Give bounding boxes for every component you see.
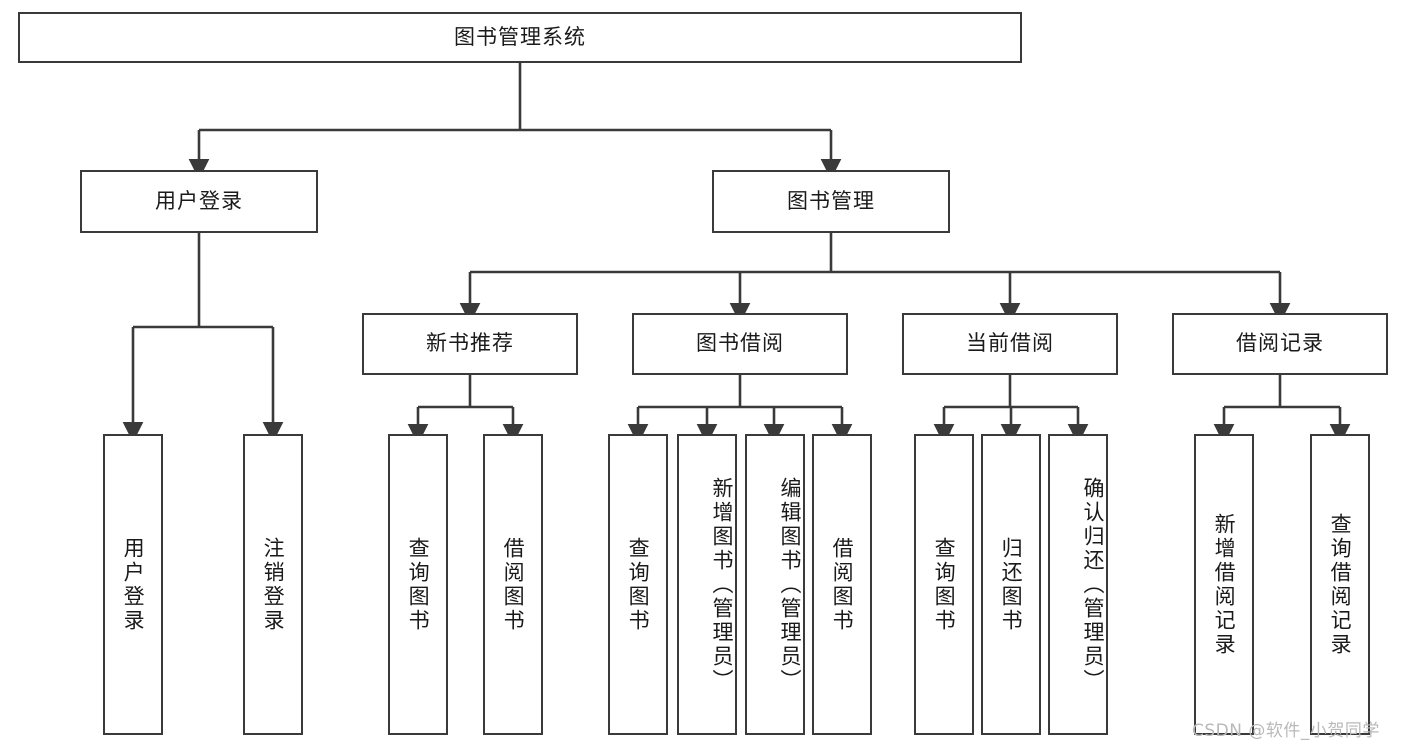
node-label: 用户登录 [121, 536, 146, 633]
node-label: 新书推荐 [426, 331, 514, 356]
node-label: 编辑图书（管理员） [778, 476, 802, 693]
node-label: 图书管理系统 [454, 24, 586, 49]
leaf-borrow-book-new[interactable]: 借阅图书 [483, 434, 543, 735]
leaf-query-book-current[interactable]: 查询图书 [914, 434, 974, 735]
node-borrow-record[interactable]: 借阅记录 [1172, 313, 1388, 375]
node-user-login[interactable]: 用户登录 [80, 170, 318, 233]
node-root-system[interactable]: 图书管理系统 [18, 12, 1022, 63]
leaf-query-book-new[interactable]: 查询图书 [388, 434, 448, 735]
node-label: 查询图书 [932, 536, 957, 633]
leaf-edit-book-admin[interactable]: 编辑图书（管理员） [745, 434, 805, 735]
leaf-logout[interactable]: 注销登录 [243, 434, 303, 735]
node-label: 新增借阅记录 [1212, 512, 1237, 657]
node-new-book-recommend[interactable]: 新书推荐 [362, 313, 578, 375]
leaf-confirm-return-admin[interactable]: 确认归还（管理员） [1048, 434, 1108, 735]
node-current-borrow[interactable]: 当前借阅 [902, 313, 1118, 375]
leaf-add-book-admin[interactable]: 新增图书（管理员） [677, 434, 737, 735]
node-label: 归还图书 [999, 536, 1024, 633]
node-label: 当前借阅 [966, 331, 1054, 356]
node-label: 借阅图书 [830, 536, 855, 633]
leaf-add-borrow-record[interactable]: 新增借阅记录 [1194, 434, 1254, 735]
node-book-management[interactable]: 图书管理 [712, 170, 950, 233]
leaf-return-book[interactable]: 归还图书 [981, 434, 1041, 735]
node-label: 图书管理 [787, 188, 875, 213]
node-label: 注销登录 [261, 536, 286, 633]
node-label: 新增图书（管理员） [710, 476, 734, 693]
leaf-query-borrow-record[interactable]: 查询借阅记录 [1310, 434, 1370, 735]
node-label: 用户登录 [155, 188, 243, 213]
node-label: 查询借阅记录 [1328, 512, 1353, 657]
node-label: 确认归还（管理员） [1081, 476, 1105, 693]
node-label: 查询图书 [626, 536, 651, 633]
leaf-borrow-book[interactable]: 借阅图书 [812, 434, 872, 735]
node-label: 借阅记录 [1236, 331, 1324, 356]
leaf-query-book-borrow[interactable]: 查询图书 [608, 434, 668, 735]
node-book-borrow[interactable]: 图书借阅 [632, 313, 848, 375]
node-label: 查询图书 [406, 536, 431, 633]
csdn-watermark: CSDN @软件_小贺同学 [1192, 721, 1380, 741]
node-label: 图书借阅 [696, 331, 784, 356]
leaf-user-login[interactable]: 用户登录 [103, 434, 163, 735]
node-label: 借阅图书 [501, 536, 526, 633]
